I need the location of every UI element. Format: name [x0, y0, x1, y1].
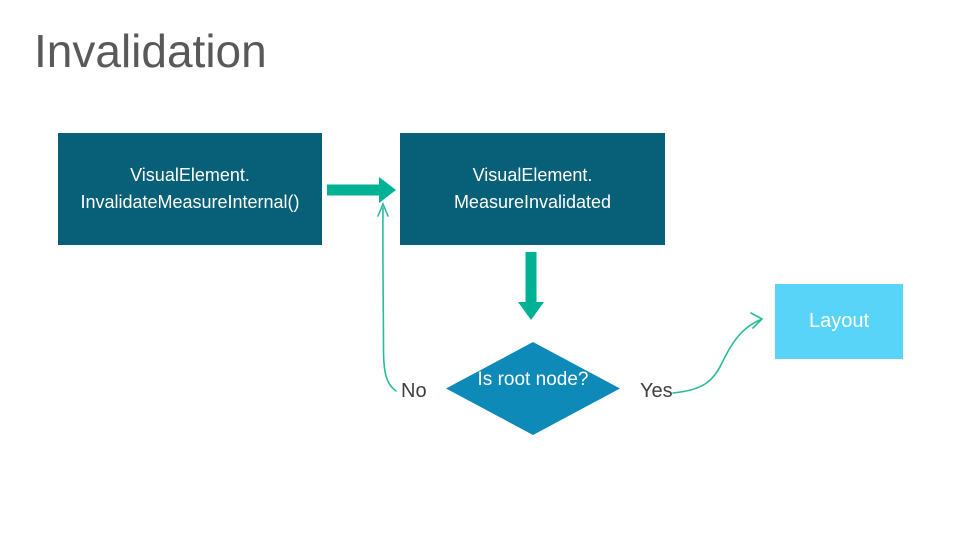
node-layout: Layout: [775, 284, 903, 359]
arrow-invalidate-to-measure: [327, 177, 396, 203]
node-text-line: InvalidateMeasureInternal(): [80, 192, 300, 212]
node-measure-invalidated: VisualElement. MeasureInvalidated: [400, 133, 665, 245]
edge-label-no: No: [401, 380, 427, 402]
decision-diamond-label: Is root node?: [463, 367, 603, 393]
node-text-line: MeasureInvalidated: [453, 192, 612, 212]
node-text-line: Layout: [808, 310, 870, 332]
node-text-line: Is root: [477, 369, 531, 390]
yes-curve: [672, 312, 764, 394]
slide-title: Invalidation: [34, 25, 267, 77]
arrow-measure-to-decision: [518, 252, 544, 320]
node-text-line: VisualElement.: [472, 165, 593, 185]
no-feedback-curve: [377, 201, 397, 392]
node-text-line: node?: [535, 369, 589, 390]
edge-label-yes: Yes: [640, 380, 673, 402]
node-invalidate-measure-internal: VisualElement. InvalidateMeasureInternal…: [58, 133, 322, 245]
node-text-line: VisualElement.: [130, 165, 250, 185]
